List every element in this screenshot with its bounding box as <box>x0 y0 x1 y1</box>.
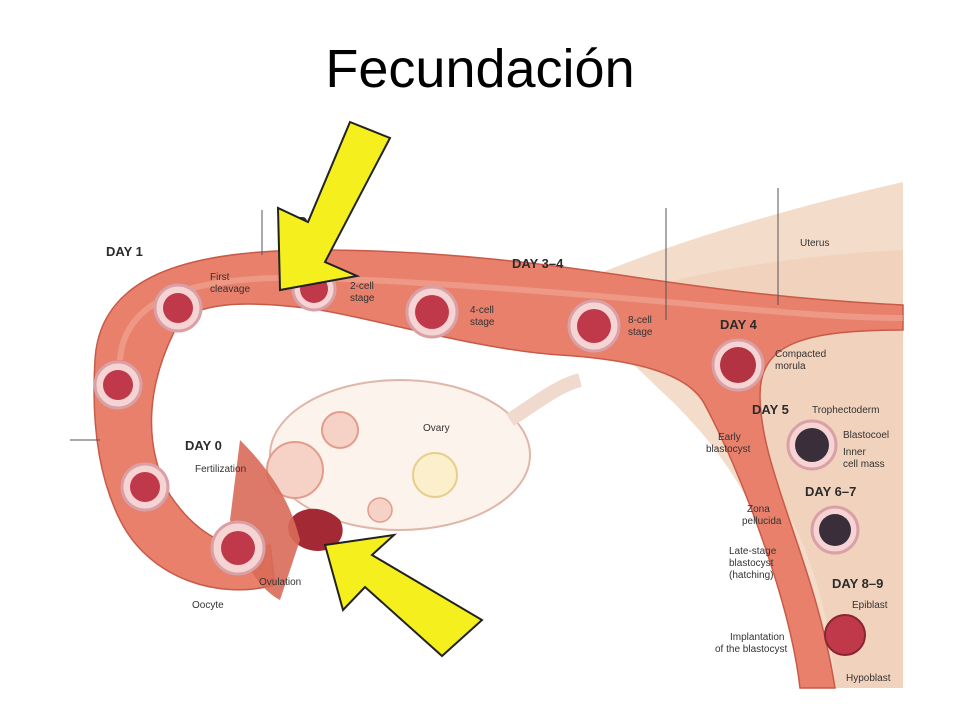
label-blastocoel: Blastocoel <box>843 430 889 441</box>
label-early: Early <box>718 432 741 443</box>
label-cell-mass: cell mass <box>843 459 885 470</box>
label-2-cell-stage: stage <box>350 293 375 304</box>
label-day-6-7: DAY 6–7 <box>805 484 856 499</box>
label-day-3-4: DAY 3–4 <box>512 256 564 271</box>
arrow-up-left-icon <box>323 533 484 658</box>
label-of-the-blastocyst: of the blastocyst <box>715 644 787 655</box>
label-blastocyst: blastocyst <box>706 444 751 455</box>
label-cleavage: cleavage <box>210 284 250 295</box>
label-8-cell: 8-cell <box>628 315 652 326</box>
embryo-cells <box>93 266 866 656</box>
label-late-stage: Late-stage <box>729 546 777 557</box>
label-late-blastocyst: blastocyst <box>729 558 774 569</box>
label-4-cell: 4-cell <box>470 305 494 316</box>
ruptured-follicle <box>288 508 343 551</box>
label-epiblast: Epiblast <box>852 600 888 611</box>
label-day-0: DAY 0 <box>185 438 222 453</box>
label-ovary: Ovary <box>423 423 450 434</box>
label-zona: Zona <box>747 504 770 515</box>
label-oocyte: Oocyte <box>192 600 224 611</box>
label-trophectoderm: Trophectoderm <box>812 405 879 416</box>
label-fertilization: Fertilization <box>195 464 246 475</box>
label-8-cell-stage: stage <box>628 327 653 338</box>
label-day-4: DAY 4 <box>720 317 758 332</box>
label-pellucida: pellucida <box>742 516 782 527</box>
label-day-8-9: DAY 8–9 <box>832 576 883 591</box>
follicle <box>367 497 393 523</box>
follicle <box>321 411 359 449</box>
label-first: First <box>210 272 230 283</box>
label-implantation: Implantation <box>730 632 784 643</box>
label-4-cell-stage: stage <box>470 317 495 328</box>
follicle <box>266 441 324 499</box>
label-compacted: Compacted <box>775 349 826 360</box>
slide-title: Fecundación <box>325 39 635 99</box>
arrow-down-left-icon <box>276 120 392 292</box>
label-2-cell: 2-cell <box>350 281 374 292</box>
label-day-5: DAY 5 <box>752 402 789 417</box>
corpus-luteum <box>412 452 458 498</box>
label-hatching: (hatching) <box>729 570 773 581</box>
label-ovulation: Ovulation <box>259 577 301 588</box>
label-uterus: Uterus <box>800 238 829 249</box>
ovarian-ligament <box>506 373 582 426</box>
label-day-1: DAY 1 <box>106 244 143 259</box>
label-morula: morula <box>775 361 806 372</box>
label-hypoblast: Hypoblast <box>846 673 891 684</box>
label-inner: Inner <box>843 447 866 458</box>
